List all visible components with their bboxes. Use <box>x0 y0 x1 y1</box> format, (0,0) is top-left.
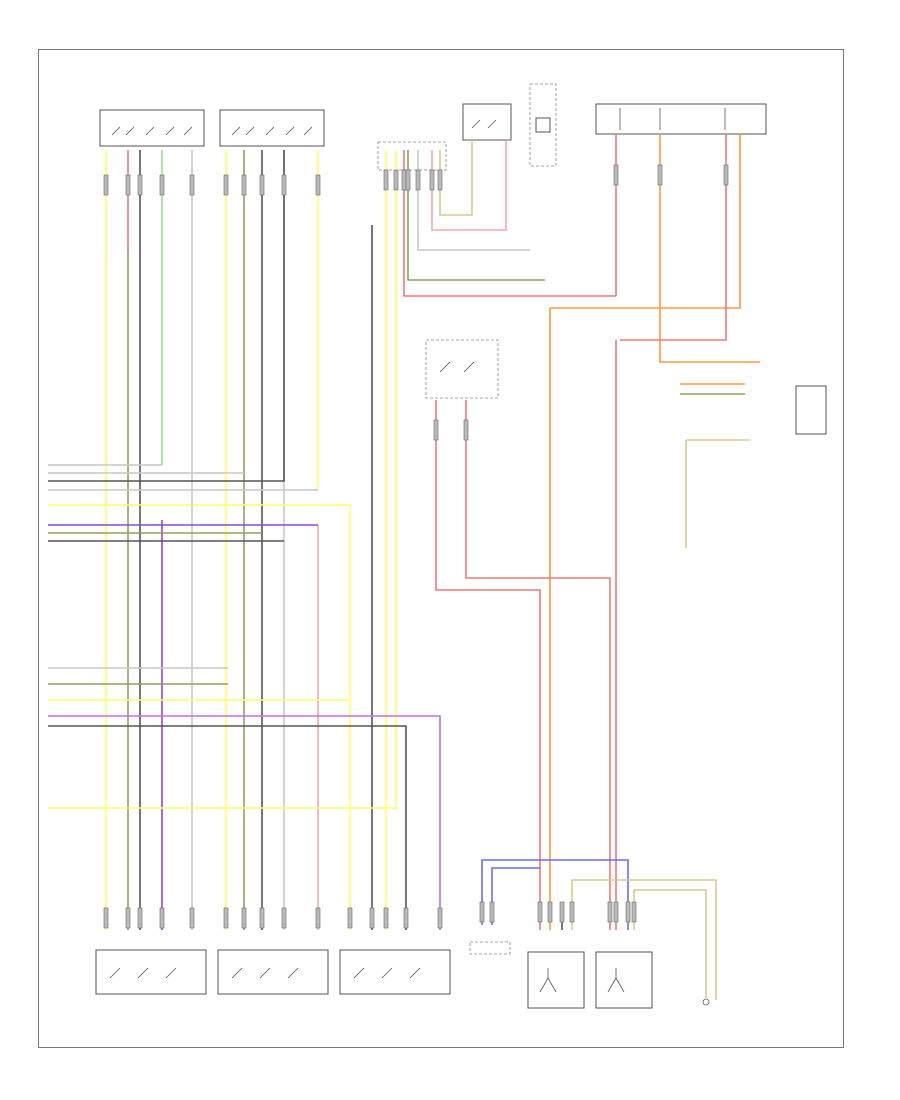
fuse-relay-panel <box>595 103 767 135</box>
connector-pin-center-4 <box>415 169 421 191</box>
connector-pin-top-8 <box>281 174 287 196</box>
connector-pin-bottom-6 <box>241 907 247 929</box>
connector-pin-bottom-2 <box>137 907 143 929</box>
wire-red-6 <box>465 400 611 930</box>
connector-pin-sensor-9 <box>631 901 637 923</box>
wire-red-4 <box>620 134 727 341</box>
left-rear-heated-seat <box>95 949 207 995</box>
connector-pin-sensor-2 <box>537 901 543 923</box>
connector-pin-bottom-14 <box>437 907 443 929</box>
connector-pin-top-6 <box>241 174 247 196</box>
wire-pink-2 <box>431 140 507 231</box>
wire-grey-3 <box>417 150 530 251</box>
connector-pin-sensor-5 <box>569 901 575 923</box>
wire-orange-2 <box>550 134 741 309</box>
occupant-sensor-module <box>469 941 511 955</box>
connector-pin-bottom-11 <box>369 907 375 929</box>
connector-pin-bottom-7 <box>259 907 265 929</box>
power-relay-switch <box>425 339 499 399</box>
wire-black-h4 <box>48 725 407 930</box>
wire-orange-1 <box>659 134 760 363</box>
connector-pin-bottom-8 <box>281 907 287 929</box>
fuse-block <box>529 83 557 167</box>
rear-right-heated-seat-module <box>219 109 325 147</box>
connector-pin-fuse-0 <box>613 164 619 186</box>
wire-olive-3 <box>407 150 545 281</box>
connector-pin-fuse-1 <box>657 164 663 186</box>
connector-pin-relay-0 <box>433 419 439 441</box>
ground-connector <box>795 385 827 435</box>
connector-pin-center-2 <box>401 169 407 191</box>
connector-pin-bottom-0 <box>103 907 109 929</box>
wire-violet-h1 <box>48 715 441 930</box>
connector-pin-top-2 <box>137 174 143 196</box>
connector-pin-bottom-1 <box>125 907 131 929</box>
rear-left-heated-seat-module <box>99 109 205 147</box>
wire-yellow-h1 <box>48 504 351 930</box>
wire-group <box>48 134 760 1000</box>
connector-pin-bottom-5 <box>223 907 229 929</box>
connector-pin-sensor-7 <box>613 901 619 923</box>
connector-pin-sensor-4 <box>559 901 565 923</box>
connector-pin-fuse-2 <box>723 164 729 186</box>
connector-group <box>103 164 729 929</box>
heated-seat-switch-left <box>527 951 585 1009</box>
connector-pin-top-3 <box>159 174 165 196</box>
connector-pin-sensor-0 <box>479 901 485 923</box>
connector-pin-bottom-10 <box>347 907 353 929</box>
connector-pin-top-0 <box>103 174 109 196</box>
wire-tan-1 <box>439 140 473 216</box>
diagram-frame <box>38 49 844 1048</box>
wire-red-2 <box>403 150 616 297</box>
connector-pin-top-7 <box>259 174 265 196</box>
connector-pin-center-0 <box>383 169 389 191</box>
connector-pin-center-5 <box>429 169 435 191</box>
heated-seat-switch-right <box>595 951 653 1009</box>
connector-pin-bottom-3 <box>159 907 165 929</box>
connector-pin-bottom-13 <box>403 907 409 929</box>
connector-pin-bottom-4 <box>189 907 195 929</box>
connector-pin-bottom-9 <box>315 907 321 929</box>
wire-blue-1 <box>481 859 629 930</box>
connector-pin-sensor-6 <box>607 901 613 923</box>
connector-pin-sensor-1 <box>489 901 495 923</box>
connector-pin-center-1 <box>393 169 399 191</box>
connector-pin-center-3 <box>405 169 411 191</box>
connector-pin-top-9 <box>315 174 321 196</box>
wire-blue-2 <box>491 867 540 925</box>
connector-pin-top-4 <box>189 174 195 196</box>
connector-pin-sensor-8 <box>625 901 631 923</box>
wire-red-5 <box>435 400 541 930</box>
connector-pin-top-5 <box>223 174 229 196</box>
right-front-heated-seat <box>339 949 451 995</box>
connector-pin-top-1 <box>125 174 131 196</box>
connector-pin-sensor-3 <box>547 901 553 923</box>
relay-module <box>462 103 512 141</box>
wire-black-h1 <box>48 150 285 482</box>
connector-pin-relay-1 <box>463 419 469 441</box>
connector-pin-center-6 <box>437 169 443 191</box>
connector-pin-bottom-12 <box>383 907 389 929</box>
right-rear-heated-seat <box>217 949 329 995</box>
central-connector-block <box>377 141 447 171</box>
